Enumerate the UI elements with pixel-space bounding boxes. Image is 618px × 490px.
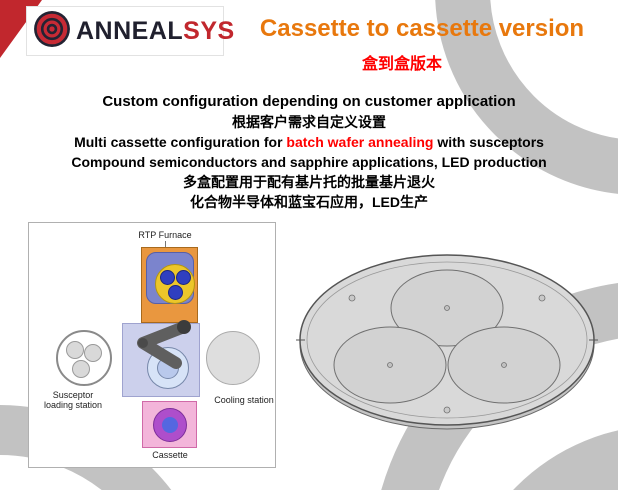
applications-line-cn: 化合物半导体和蓝宝石应用，LED生产 — [190, 194, 428, 210]
config-line-en: Custom configuration depending on custom… — [102, 93, 516, 110]
process-diagram: RTP Furnace — [28, 222, 276, 468]
wafer-dot — [168, 285, 183, 300]
cooling-station — [206, 331, 260, 385]
cassette-wafer-center — [162, 417, 178, 433]
cassette-box — [142, 401, 197, 448]
susceptor-disc-drawing — [296, 254, 598, 430]
multi-cassette-post: with susceptors — [433, 134, 544, 150]
rtp-furnace — [141, 247, 198, 323]
wafer-dot — [176, 270, 191, 285]
body-text-block: Custom configuration depending on custom… — [0, 92, 618, 212]
susceptor-slot — [72, 360, 90, 378]
cassette-label: Cassette — [152, 450, 188, 460]
brand-name-secondary: SYS — [183, 16, 235, 45]
multi-cassette-line: Multi cassette configuration for batch w… — [0, 132, 618, 152]
multi-cassette-pre: Multi cassette configuration for — [74, 134, 287, 150]
slide-subtitle-cn: 盒到盒版本 — [361, 56, 442, 73]
susceptor-slot — [84, 344, 102, 362]
multi-cassette-line-cn: 多盒配置用于配有基片托的批量基片退火 — [183, 174, 435, 190]
furnace-chamber — [146, 252, 195, 304]
logo-wordmark: ANNEALSYS — [76, 17, 235, 46]
robot-arm-icon — [137, 320, 191, 369]
rtp-furnace-label: RTP Furnace — [138, 230, 192, 240]
logo-spiral-icon — [33, 10, 71, 53]
brand-name-primary: ANNEAL — [76, 16, 184, 45]
wafer-dot — [160, 270, 175, 285]
susceptor-loading-station — [56, 330, 112, 386]
batch-annealing-highlight: batch wafer annealing — [286, 134, 434, 150]
furnace-label-leader — [165, 241, 166, 247]
cassette-wafer — [153, 408, 187, 442]
cooling-station-label: Cooling station — [214, 395, 274, 405]
config-line-cn: 根据客户需求自定义设置 — [232, 114, 386, 130]
wafer-carrier — [155, 264, 195, 304]
slide-title: Cassette to cassette version — [259, 15, 585, 42]
annealsys-logo: ANNEALSYS — [26, 6, 234, 56]
susceptor-station-label: Susceptor loading station — [43, 390, 103, 410]
applications-line: Compound semiconductors and sapphire app… — [71, 154, 547, 170]
susceptor-slot — [66, 341, 84, 359]
